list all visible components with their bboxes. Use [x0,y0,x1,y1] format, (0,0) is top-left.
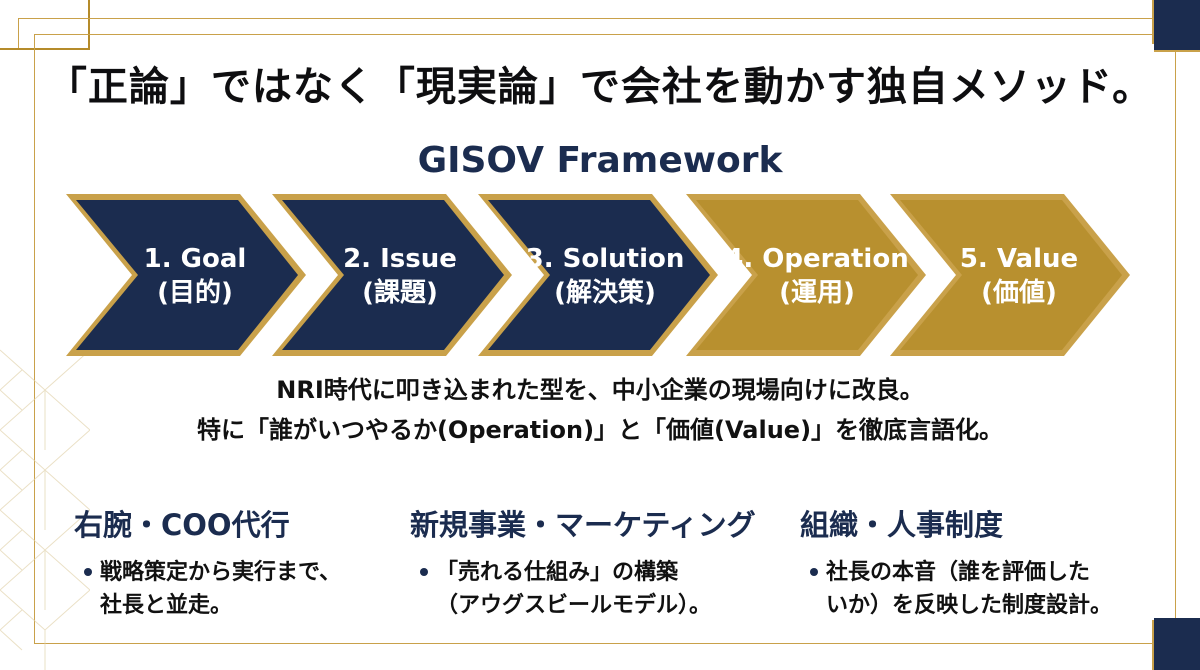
step-goal-sub: (目的) [157,278,233,308]
description-line-1: NRI時代に叩き込まれた型を、中小企業の現場向けに改良。 [276,376,924,404]
service-coo-line-1: 戦略策定から実行まで、 [100,560,342,585]
bullet-icon [84,568,92,576]
step-goal-label: 1. Goal [143,244,247,274]
service-coo-text: 戦略策定から実行まで、 社長と並走。 [100,556,341,622]
step-operation-label: 4. Operation [725,244,909,274]
step-solution-label: 3. Solution [525,244,685,274]
step-goal: 1. Goal (目的) [100,242,290,310]
step-solution: 3. Solution (解決策) [510,242,700,310]
step-solution-sub: (解決策) [554,278,656,308]
corner-block-bottom-right [1154,618,1200,670]
description-line-2: 特に「誰がいつやるか(Operation)」と「価値(Value)」を徹底言語化… [196,416,1004,444]
page-headline: 「正論」ではなく「現実論」で会社を動かす独自メソッド。 [46,64,1154,110]
step-issue-label: 2. Issue [343,244,457,274]
corner-accent-bottom-right [1152,620,1154,670]
chevron-goal [76,200,298,350]
step-value: 5. Value (価値) [924,242,1114,310]
corner-block-top-right [1154,0,1200,50]
service-marketing-line-1: 「売れる仕組み」の構築 [436,560,679,585]
corner-accent-top-right [1152,0,1154,44]
service-marketing-title: 新規事業・マーケティング [410,508,756,542]
step-issue: 2. Issue (課題) [305,242,495,310]
asanoha-pattern [0,349,90,670]
service-hr-line-1: 社長の本音（誰を評価した [826,560,1091,585]
bullet-icon [810,568,818,576]
step-value-sub: (価値) [981,278,1057,308]
bullet-icon [420,568,428,576]
step-operation: 4. Operation (運用) [722,242,912,310]
service-marketing-line-2: （アウグスビールモデル）。 [436,593,712,618]
content-frame [34,34,1176,644]
corner-line [18,18,1188,48]
chevron-value [900,200,1122,350]
service-coo-line-2: 社長と並走。 [100,593,233,618]
service-hr-text: 社長の本音（誰を評価した いか）を反映した制度設計。 [826,556,1112,622]
service-hr-line-2: いか）を反映した制度設計。 [826,593,1113,618]
corner-ornament [0,0,90,50]
service-marketing-text: 「売れる仕組み」の構築 （アウグスビールモデル）。 [436,556,711,622]
chevron-solution [488,200,710,350]
service-hr-title: 組織・人事制度 [800,508,1004,542]
step-operation-sub: (運用) [779,278,855,308]
service-coo-title: 右腕・COO代行 [74,508,290,542]
framework-title: GISOV Framework [417,140,783,181]
corner-accent-top-right-2 [1154,50,1200,52]
chevron-operation [696,200,918,350]
step-value-label: 5. Value [959,244,1079,274]
chevron-issue [282,200,504,350]
step-issue-sub: (課題) [362,278,438,308]
